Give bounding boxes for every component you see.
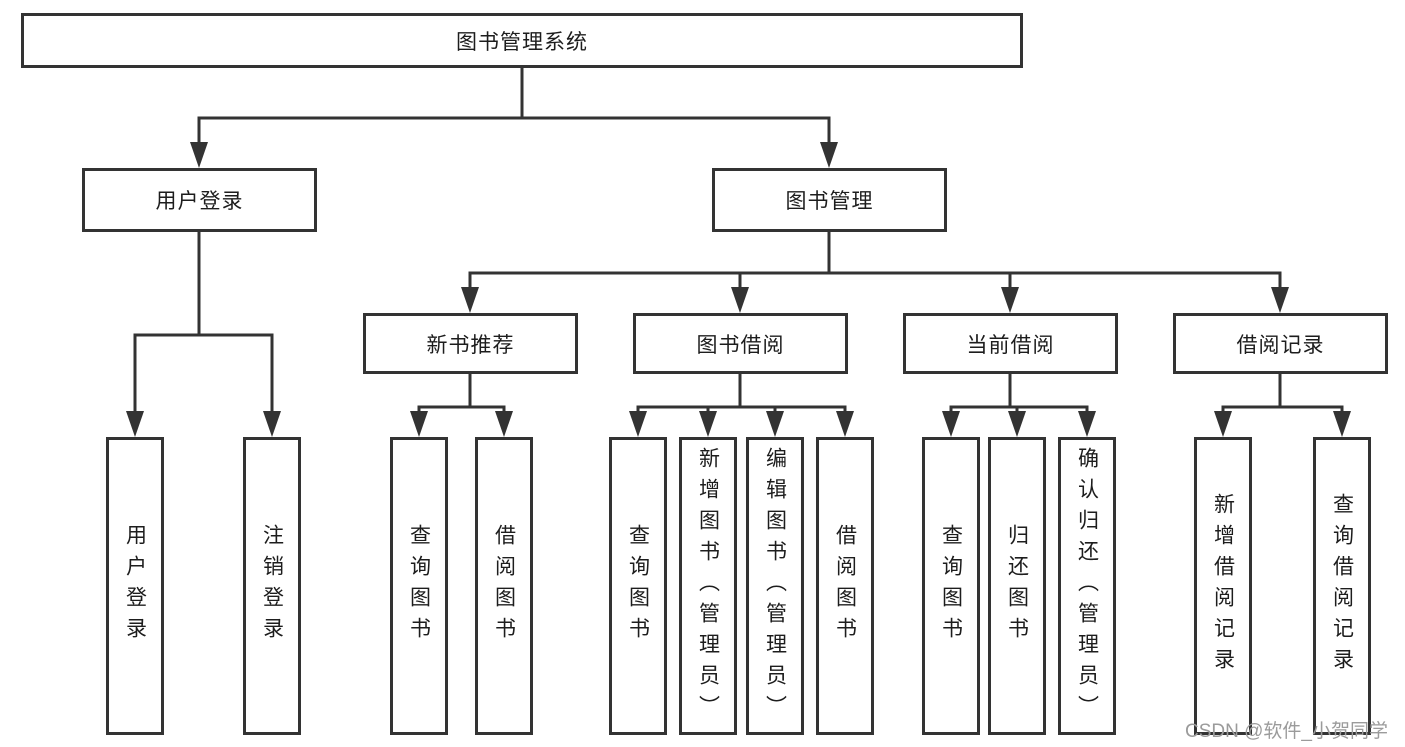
node-label: 注销登录 [260, 524, 284, 648]
node-label: 新增借阅记录 [1211, 493, 1235, 679]
csdn-watermark: CSDN @软件_小贺同学 [1185, 721, 1388, 742]
node-label: 借阅记录 [1236, 333, 1325, 357]
leaf-query-books-recommend: 查询图书 [390, 437, 448, 735]
leaf-query-borrow-record: 查询借阅记录 [1313, 437, 1371, 735]
node-label: 编辑图书（管理员） [763, 446, 787, 726]
node-label: 用户登录 [155, 190, 244, 213]
leaf-borrow-books-recommend: 借阅图书 [475, 437, 533, 735]
node-label: 确认归还（管理员） [1075, 446, 1099, 726]
leaf-query-books-borrow: 查询图书 [609, 437, 667, 735]
leaf-borrow-books: 借阅图书 [816, 437, 874, 735]
leaf-edit-books-admin: 编辑图书（管理员） [746, 437, 804, 735]
node-label: 查询图书 [939, 524, 963, 648]
leaf-query-books-current: 查询图书 [922, 437, 980, 735]
node-label: 用户登录 [123, 524, 147, 648]
node-label: 图书管理系统 [456, 30, 588, 54]
leaf-user-login: 用户登录 [106, 437, 164, 735]
node-label: 图书管理 [785, 190, 874, 213]
node-label: 图书借阅 [696, 333, 785, 357]
node-label: 新增图书（管理员） [696, 446, 720, 726]
leaf-return-books: 归还图书 [988, 437, 1046, 735]
node-borrowing-records: 借阅记录 [1173, 313, 1388, 374]
node-book-management: 图书管理 [712, 168, 947, 232]
node-root-library-management-system: 图书管理系统 [21, 13, 1023, 68]
node-user-login: 用户登录 [82, 168, 317, 232]
leaf-add-books-admin: 新增图书（管理员） [679, 437, 737, 735]
node-book-borrowing: 图书借阅 [633, 313, 848, 374]
node-label: 借阅图书 [833, 524, 857, 648]
leaf-logout: 注销登录 [243, 437, 301, 735]
node-label: 查询图书 [407, 524, 431, 648]
node-label: 借阅图书 [492, 524, 516, 648]
node-label: 当前借阅 [966, 333, 1055, 357]
node-label: 查询图书 [626, 524, 650, 648]
node-label: 归还图书 [1005, 524, 1029, 648]
node-current-borrowing: 当前借阅 [903, 313, 1118, 374]
leaf-confirm-return-admin: 确认归还（管理员） [1058, 437, 1116, 735]
leaf-add-borrow-record: 新增借阅记录 [1194, 437, 1252, 735]
node-label: 查询借阅记录 [1330, 493, 1354, 679]
node-new-book-recommendation: 新书推荐 [363, 313, 578, 374]
node-label: 新书推荐 [426, 333, 515, 357]
